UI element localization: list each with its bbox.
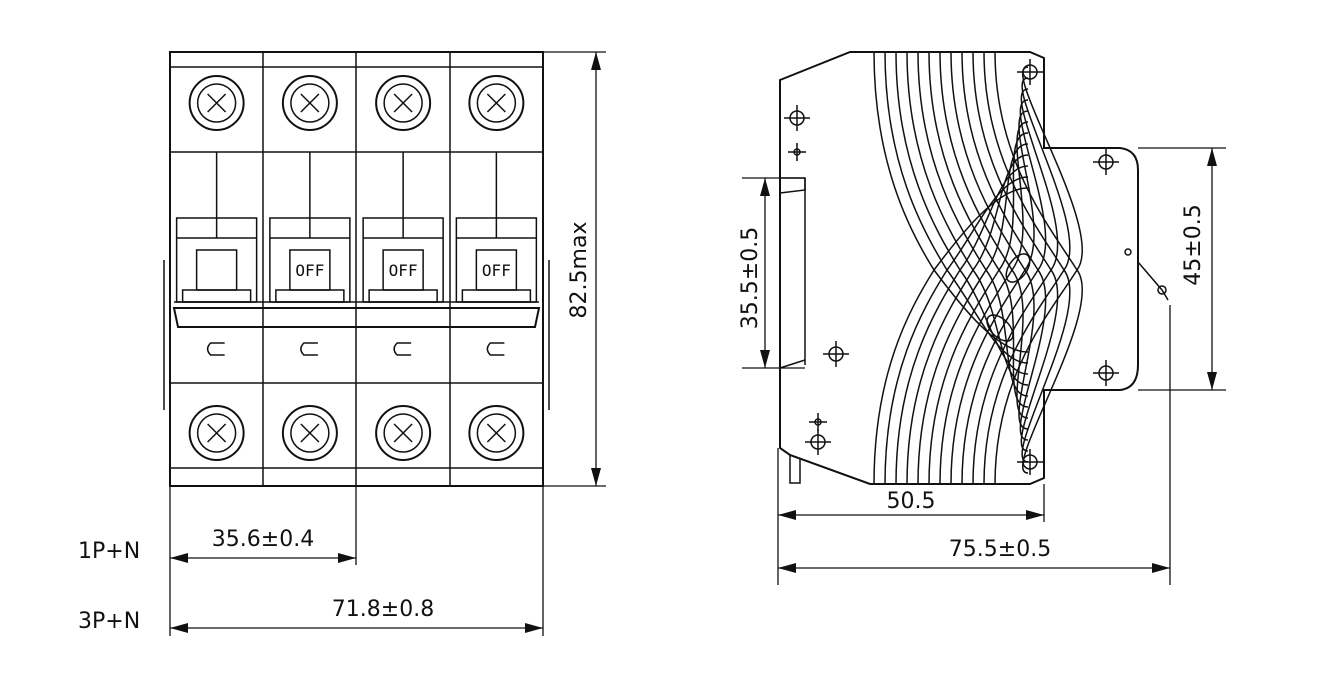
dim-front-height-label: 45±0.5	[1181, 204, 1206, 285]
handle-bar	[172, 307, 541, 328]
side-dimensions: 35.5±0.5 45±0.5 50.5 75.5±0.5	[738, 147, 1226, 585]
side-body-outline	[779, 51, 1139, 485]
crosshair-icon	[788, 143, 806, 161]
front-dimensions: 82.5max 35.6±0.4 71.8±0.8 1P+N 3P+N	[78, 51, 606, 636]
crosshair-icon	[809, 413, 827, 431]
off-indicator: OFF	[482, 261, 511, 280]
row-label-3p-n: 3P+N	[78, 609, 140, 634]
terminal-screw-icon	[188, 405, 245, 461]
terminal-screw-icon	[468, 75, 525, 131]
dim-depth-total-label: 75.5±0.5	[949, 537, 1051, 562]
crosshair-icon	[1017, 59, 1043, 85]
dim-1p-n-label: 35.6±0.4	[212, 527, 314, 552]
side-view	[779, 51, 1169, 485]
crosshair-icon	[805, 429, 831, 455]
dim-height-label: 82.5max	[567, 222, 592, 319]
crosshair-icon	[784, 105, 810, 131]
dim-rail-height-label: 35.5±0.5	[738, 227, 763, 329]
terminal-screw-icon	[468, 405, 525, 461]
off-indicator: OFF	[389, 261, 418, 280]
pole-1	[175, 75, 258, 461]
crosshair-icon	[1017, 449, 1043, 475]
pole-4: OFF	[455, 75, 538, 461]
crosshair-icon	[1093, 360, 1119, 386]
off-indicator: OFF	[295, 261, 324, 280]
row-label-1p-n: 1P+N	[78, 539, 140, 564]
pole-2: OFF	[269, 75, 351, 461]
front-view: OFF OFF OFF	[163, 51, 550, 487]
terminal-screw-icon	[281, 405, 338, 461]
dim-depth-body-label: 50.5	[887, 489, 936, 514]
crosshair-icon	[1093, 149, 1119, 175]
terminal-screw-icon	[281, 75, 338, 131]
terminal-screw-icon	[375, 405, 432, 461]
terminal-screw-icon	[375, 75, 432, 131]
pole-3: OFF	[362, 75, 444, 461]
terminal-screw-icon	[188, 75, 245, 131]
dim-3p-n-label: 71.8±0.8	[332, 597, 434, 622]
crosshair-icon	[823, 341, 849, 367]
